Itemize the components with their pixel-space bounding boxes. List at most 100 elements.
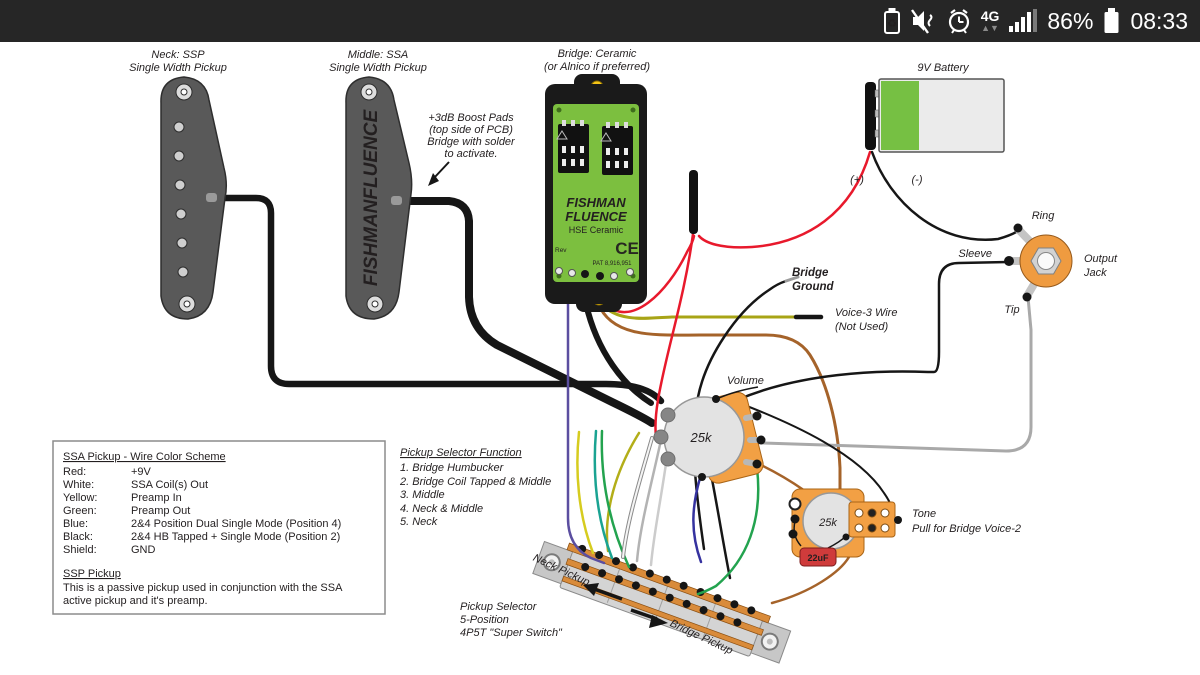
voice3-label-2: (Not Used) bbox=[835, 321, 889, 333]
wire-brown-long bbox=[596, 301, 842, 498]
volume-pot-value: 25k bbox=[690, 430, 713, 445]
switch-label-1: Pickup Selector bbox=[460, 601, 538, 613]
wire-color-label: White: bbox=[63, 479, 94, 491]
wire-red-battery bbox=[697, 150, 872, 249]
wire-color-value: 2&4 Position Dual Single Mode (Position … bbox=[131, 518, 341, 530]
bridge-ground-label-2: Ground bbox=[792, 281, 834, 293]
wires bbox=[212, 150, 1033, 605]
network-activity-arrows: ▲▼ bbox=[981, 23, 999, 33]
battery-saver-icon: ♻ bbox=[883, 8, 900, 34]
wire-color-label: Black: bbox=[63, 531, 93, 543]
pole-pieces bbox=[173, 121, 189, 278]
wire-color-label: Red: bbox=[63, 466, 86, 478]
wire-color-label: Yellow: bbox=[63, 492, 97, 504]
ssa-info-box: SSA Pickup - Wire Color Scheme Red: +9V … bbox=[52, 440, 386, 615]
neck-pickup bbox=[160, 76, 228, 320]
alarm-icon bbox=[948, 9, 969, 34]
wiring-diagram-svg: FISHMANFLUENCE FISHMAN FLUENCE HSE bbox=[52, 48, 1118, 664]
pcb-rev: Rev bbox=[555, 247, 567, 254]
coil-chip-left bbox=[556, 120, 589, 173]
output-jack-label-1: Output bbox=[1084, 253, 1118, 265]
boost-note-line: to activate. bbox=[444, 148, 497, 160]
wire-color-value: 2&4 HB Tapped + Single Mode (Position 2) bbox=[131, 531, 340, 543]
wire-color-value: +9V bbox=[131, 466, 152, 478]
jack-ring-label: Ring bbox=[1032, 210, 1056, 222]
selector-function-item: 1. Bridge Humbucker bbox=[400, 462, 505, 474]
selector-function-item: 3. Middle bbox=[400, 489, 445, 501]
bridge-pcb: FISHMAN FLUENCE HSE Ceramic CE Rev PAT 8… bbox=[545, 74, 647, 312]
neck-pickup-label-1: Neck: SSP bbox=[151, 49, 205, 61]
info-box-title: SSA Pickup - Wire Color Scheme bbox=[63, 451, 226, 463]
voice3-label-1: Voice-3 Wire bbox=[835, 307, 897, 319]
android-status-bar: ♻ 4G ▲▼ 86% 08:33 bbox=[0, 0, 1200, 42]
wire-green-right bbox=[696, 466, 760, 596]
boost-note-line: Bridge with solder bbox=[427, 136, 516, 148]
tone-capacitor bbox=[799, 547, 837, 567]
wire-fan-yellow bbox=[576, 430, 595, 555]
middle-pickup: FISHMANFLUENCE bbox=[345, 76, 413, 320]
output-jack-label-2: Jack bbox=[1083, 267, 1107, 279]
network-4g-indicator: 4G ▲▼ bbox=[981, 9, 1000, 33]
middle-pickup-label-2: Single Width Pickup bbox=[329, 62, 427, 74]
wire-color-label: Blue: bbox=[63, 518, 88, 530]
selector-direction-arrows bbox=[583, 583, 668, 628]
wire-purple bbox=[566, 302, 606, 565]
switch-label-2: 5-Position bbox=[460, 614, 509, 626]
bridge-pickup-label-2: (or Alnico if preferred) bbox=[544, 61, 650, 73]
wire-red-down bbox=[654, 232, 695, 439]
mute-vibrate-icon bbox=[910, 9, 933, 34]
volume-label: Volume bbox=[727, 375, 764, 387]
ssp-pickup-title: SSP Pickup bbox=[63, 568, 121, 580]
output-jack bbox=[1004, 223, 1073, 302]
super-switch bbox=[532, 540, 792, 664]
wire-fan-black bbox=[709, 472, 732, 580]
pcb-ce-mark: CE bbox=[615, 239, 639, 258]
pcb-model: HSE Ceramic bbox=[569, 225, 624, 235]
wiring-diagram: FISHMANFLUENCE FISHMAN FLUENCE HSE bbox=[0, 42, 1200, 675]
selector-function-list: Pickup Selector Function 1. Bridge Humbu… bbox=[399, 447, 551, 528]
bridge-pickup-label-1: Bridge: Ceramic bbox=[558, 48, 637, 60]
volume-pointer-line bbox=[718, 386, 759, 399]
boost-note-line: (top side of PCB) bbox=[429, 124, 513, 136]
jack-tip-label: Tip bbox=[1004, 304, 1019, 316]
wire-fan-teal bbox=[593, 429, 614, 560]
capacitor-value: 22uF bbox=[807, 553, 829, 563]
wire-fan-blue bbox=[692, 476, 703, 564]
coil-chip-right bbox=[600, 122, 633, 175]
tone-label-2: Pull for Bridge Voice-2 bbox=[912, 523, 1021, 535]
selector-function-item: 5. Neck bbox=[400, 516, 438, 528]
selector-function-item: 4. Neck & Middle bbox=[400, 503, 483, 515]
boost-note-line: +3dB Boost Pads bbox=[428, 112, 514, 124]
wire-bridge-ground bbox=[692, 279, 788, 551]
battery-icon bbox=[1104, 8, 1119, 33]
tone-label-1: Tone bbox=[912, 508, 936, 520]
pcb-patent: PAT 8,916,951 bbox=[592, 261, 632, 267]
pcb-brand-1: FISHMAN bbox=[566, 195, 626, 210]
battery-positive-label: (+) bbox=[850, 174, 864, 186]
boost-note-arrow bbox=[433, 161, 450, 179]
wire-fan-gray1 bbox=[635, 438, 663, 563]
wire-neck-cable bbox=[212, 194, 665, 405]
battery-negative-label: (-) bbox=[912, 174, 923, 186]
svg-text:♻: ♻ bbox=[887, 18, 897, 30]
wire-black-battery bbox=[870, 150, 1023, 241]
ssp-pickup-line2: active pickup and it's preamp. bbox=[63, 595, 208, 607]
wire-black-sleeve bbox=[735, 260, 1010, 402]
wire-color-label: Shield: bbox=[63, 544, 97, 556]
clock-label: 08:33 bbox=[1130, 8, 1188, 34]
middle-pickup-label-1: Middle: SSA bbox=[348, 49, 409, 61]
selector-function-title: Pickup Selector Function bbox=[400, 447, 522, 459]
battery-percent-label: 86% bbox=[1047, 8, 1094, 34]
wire-color-value: SSA Coil(s) Out bbox=[131, 479, 208, 491]
switch-label-3: 4P5T "Super Switch" bbox=[460, 627, 563, 639]
wire-ground-tip bbox=[784, 275, 800, 283]
wire-brown-switch bbox=[770, 555, 851, 605]
bridge-ground-label-1: Bridge bbox=[792, 267, 829, 279]
ssp-pickup-line1: This is a passive pickup used in conjunc… bbox=[63, 582, 343, 594]
battery-clip-pin bbox=[689, 170, 698, 234]
wire-color-value: Preamp In bbox=[131, 492, 182, 504]
network-type-label: 4G bbox=[980, 8, 1000, 24]
battery-9v bbox=[865, 78, 1005, 153]
pcb-brand-2: FLUENCE bbox=[565, 209, 627, 224]
tone-pot-value: 25k bbox=[818, 517, 837, 529]
